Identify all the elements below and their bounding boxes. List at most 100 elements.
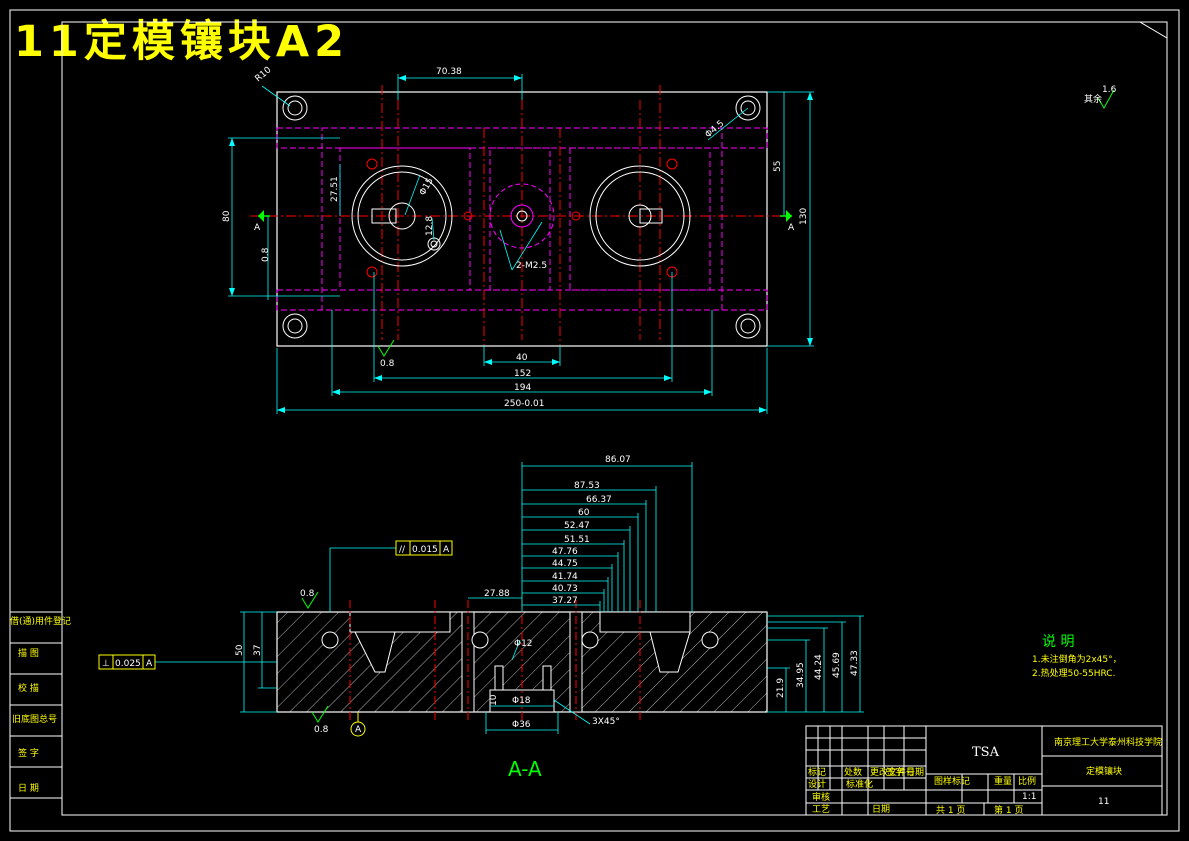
- dim-40: 40: [516, 353, 528, 363]
- dim-phi18: Φ18: [512, 696, 531, 706]
- tol-parallel-symbol: //: [399, 545, 406, 555]
- datum-letter: A: [355, 725, 362, 735]
- dim-phi36: Φ36: [512, 720, 531, 730]
- notes-heading: 说 明: [1042, 634, 1074, 650]
- dim-40-73: 40.73: [552, 584, 578, 594]
- tb-r1-c2: 处数: [844, 766, 862, 778]
- dim-2-m2-5: 2-M2.5: [516, 261, 547, 271]
- tb-col-weight: 重量: [994, 775, 1012, 787]
- section-roughness: [301, 591, 329, 723]
- tol-parallel-datum: A: [443, 545, 450, 555]
- dim-47-33: 47.33: [850, 650, 860, 676]
- section-cutouts: [321, 611, 719, 713]
- left-table-row-6: 日 期: [18, 783, 39, 794]
- dim-phi15: Φ15: [418, 176, 436, 197]
- left-table-row-3: 校 描: [18, 682, 39, 694]
- tb-sheet-no: 第 1 页: [994, 804, 1023, 816]
- dim-27-51: 27.51: [330, 176, 340, 202]
- notes-line-1: 1.未注倒角为2x45°，: [1032, 653, 1122, 665]
- section-center-lines: [349, 600, 641, 720]
- dim-37-27: 37.27: [552, 596, 578, 606]
- tb-col-stage: 图样标记: [934, 775, 970, 787]
- tb-r4-c3: 日期: [872, 804, 890, 815]
- tb-r2-c1: 设计: [808, 778, 826, 790]
- dim-87-53: 87.53: [574, 481, 600, 491]
- tol-perp-datum: A: [146, 659, 153, 669]
- dim-55: 55: [773, 161, 783, 172]
- tb-drawing-no: 11: [1098, 797, 1109, 807]
- dim-50: 50: [235, 644, 245, 656]
- top-arrows: [229, 75, 813, 413]
- tb-r1-c4: 签字: [886, 766, 904, 778]
- roughness-1-6: 1.6: [1102, 85, 1117, 95]
- technical-notes: 说 明 1.未注倒角为2x45°， 2.热处理50-55HRC.: [1032, 634, 1122, 679]
- dim-47-76: 47.76: [552, 547, 578, 557]
- outer-border: [9, 9, 1180, 832]
- tb-r3-c1: 审核: [812, 791, 830, 803]
- roughness-0-8-bottom: 0.8: [380, 359, 395, 369]
- dim-44-24: 44.24: [814, 654, 824, 680]
- left-table-row-2: 描 图: [18, 647, 39, 659]
- dim-86-07: 86.07: [605, 455, 631, 465]
- left-table-row-5: 签 字: [18, 747, 39, 759]
- tol-parallel-value: 0.015: [412, 545, 438, 555]
- tolerance-frames: [98, 540, 453, 670]
- title-block-text: TSA 南京理工大学泰州科技学院 定模镶块 11 1:1 图样标记 重量 比例 …: [808, 736, 1162, 816]
- section-view: 86.07 87.53 66.37 60 52.47 51.51 47.76 4…: [98, 455, 864, 781]
- left-table-row-4: 旧底图总号: [12, 713, 57, 725]
- dim-44-75: 44.75: [552, 559, 578, 569]
- tb-scale: 1:1: [1022, 792, 1036, 802]
- left-table-row-1: 借(通)用件登记: [10, 615, 71, 627]
- tb-r1-c1: 标记: [808, 766, 826, 778]
- tb-col-scale: 比例: [1018, 775, 1036, 787]
- dim-70-38: 70.38: [436, 67, 462, 77]
- left-table: 借(通)用件登记 描 图 校 描 旧底图总号 签 字 日 期: [9, 611, 71, 799]
- tb-r1-c5: 日期: [906, 767, 924, 778]
- dim-12-8: 12.8: [425, 216, 435, 236]
- center-lines: [250, 85, 790, 345]
- dim-152: 152: [514, 369, 531, 379]
- roughness-symbols: [377, 89, 1115, 357]
- dim-60: 60: [578, 508, 590, 518]
- roughness-0-8-left: 0.8: [261, 247, 271, 262]
- dim-194: 194: [514, 383, 531, 393]
- drawing-title: 11定模镶块A2: [14, 17, 350, 67]
- dim-250: 250-0.01: [504, 399, 544, 409]
- tb-r1-c3: 更改文件号: [870, 766, 915, 778]
- section-mark-a-right: A: [788, 223, 795, 233]
- dim-45-69: 45.69: [832, 652, 842, 678]
- tol-perp-symbol: ⊥: [102, 659, 110, 669]
- tb-r2-c3: 标准化: [846, 778, 873, 790]
- tb-code: TSA: [972, 745, 1000, 760]
- dim-r10: R10: [254, 65, 274, 84]
- top-view: 70.38 R10 Φ4.5 55 130 80 27.51 Φ15 12.8 …: [222, 65, 1117, 414]
- section-mark-a-left: A: [254, 223, 261, 233]
- dim-80: 80: [222, 210, 232, 222]
- notes-line-2: 2.热处理50-55HRC.: [1032, 667, 1115, 679]
- dim-chamfer: 3X45°: [592, 717, 620, 727]
- tb-school: 南京理工大学泰州科技学院: [1054, 736, 1162, 748]
- dim-21-9: 21.9: [776, 678, 786, 698]
- dim-34-95: 34.95: [796, 662, 806, 688]
- dim-27-88: 27.88: [484, 589, 510, 599]
- dim-130: 130: [799, 208, 809, 225]
- dim-phi4-5: Φ4.5: [704, 119, 727, 140]
- corner-holes: [282, 95, 761, 339]
- section-label: A-A: [508, 757, 542, 781]
- dim-66-37: 66.37: [586, 495, 612, 505]
- orientation-mark: [1138, 21, 1168, 39]
- dim-51-51: 51.51: [564, 535, 590, 545]
- tb-part-name: 定模镶块: [1086, 765, 1122, 777]
- tb-r4-c1: 工艺: [812, 804, 830, 815]
- tol-perp-value: 0.025: [115, 659, 141, 669]
- dim-10: 10: [489, 694, 499, 706]
- section-dim-lines: [155, 462, 864, 734]
- title-block: [805, 725, 1163, 816]
- roughness-section-top: 0.8: [300, 589, 315, 599]
- roughness-section-bottom: 0.8: [314, 725, 329, 735]
- cavities: [351, 158, 691, 278]
- dim-41-74: 41.74: [552, 572, 578, 582]
- tb-sheet-total: 共 1 页: [936, 805, 965, 816]
